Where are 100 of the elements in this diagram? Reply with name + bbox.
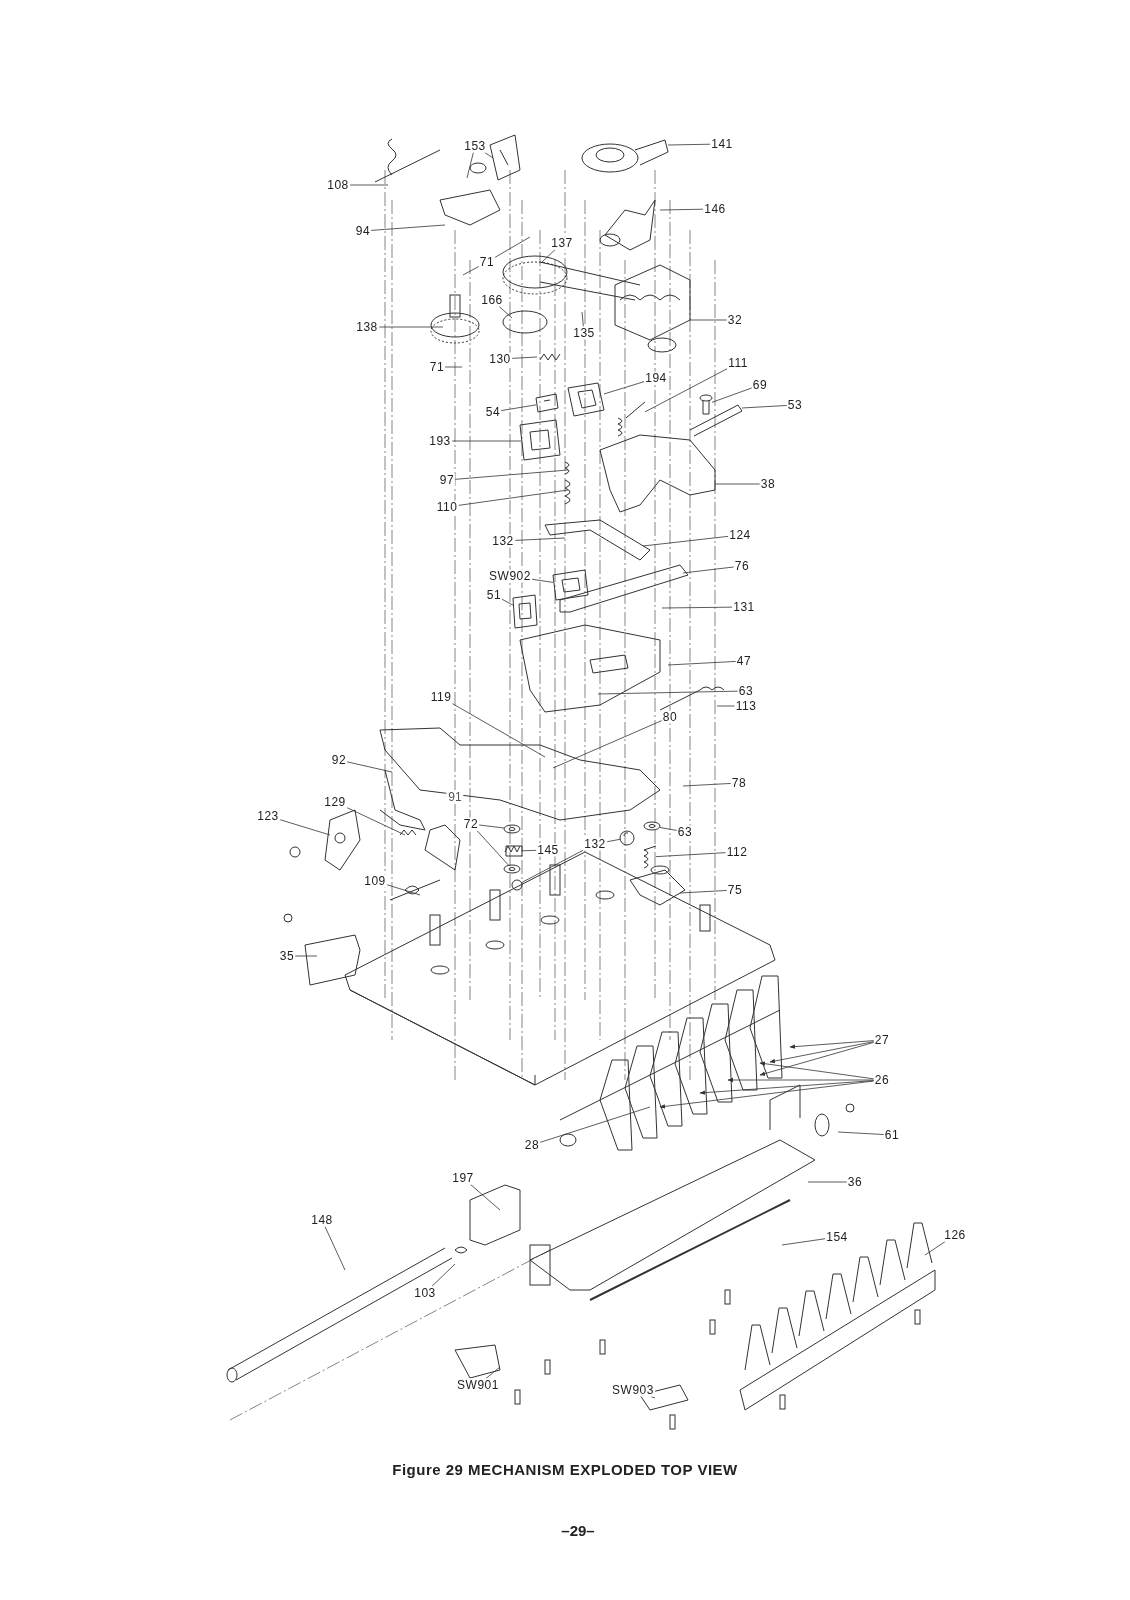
part-drawing [643, 821, 661, 831]
callout-number: 54 [484, 405, 502, 419]
callout-number: 71 [478, 255, 496, 269]
leader-line [924, 1241, 946, 1256]
callout-number: 94 [354, 224, 372, 238]
leader-line [478, 824, 505, 829]
callout-number: 109 [363, 874, 387, 888]
callout-number: 72 [462, 817, 480, 831]
callout-number: 131 [732, 600, 756, 614]
callout-number: 123 [256, 809, 280, 823]
callout-number: 78 [730, 776, 748, 790]
callout-number: 141 [710, 137, 734, 151]
callout-number: 135 [572, 326, 596, 340]
leader-line [476, 830, 509, 866]
callout-number: 38 [759, 477, 777, 491]
leader-line [540, 249, 556, 264]
part-drawing [503, 824, 521, 834]
callout-number: 35 [278, 949, 296, 963]
callout-number: 132 [583, 837, 607, 851]
callout-number: 71 [428, 360, 446, 374]
callout-number: SW903 [611, 1383, 655, 1397]
leader-line [689, 319, 728, 321]
leader-line [531, 578, 554, 583]
callout-number: 146 [703, 202, 727, 216]
leader-line [659, 827, 678, 831]
leader-line [501, 598, 514, 606]
part-drawing [512, 594, 538, 629]
figure-title: Figure 29 MECHANISM EXPLODED TOP VIEW [392, 1461, 738, 1478]
callout-number: 154 [825, 1230, 849, 1244]
part-drawing [511, 879, 523, 891]
leader-line [494, 236, 531, 258]
leader-line [511, 356, 538, 359]
callout-number: 36 [846, 1175, 864, 1189]
callout-number: 126 [943, 1228, 967, 1242]
leader-line [682, 783, 732, 787]
callout-number: 97 [438, 473, 456, 487]
leader-line [644, 368, 728, 413]
leader-line [346, 807, 406, 836]
leader-line [659, 208, 704, 211]
part-drawing [567, 382, 605, 417]
callout-number: 166 [480, 293, 504, 307]
leader-line [378, 326, 444, 328]
part-drawing [643, 845, 657, 869]
leader-line [454, 469, 569, 480]
callout-number: 26 [873, 1073, 891, 1087]
leader-line [466, 152, 474, 179]
callout-number: 103 [413, 1286, 437, 1300]
callout-number: 113 [734, 699, 758, 713]
leader-line [431, 1263, 456, 1287]
leader-line [470, 1184, 501, 1211]
leader-line [462, 266, 480, 276]
callout-number: 138 [355, 320, 379, 334]
leader-line [386, 884, 421, 896]
part-drawing [503, 864, 521, 874]
leader-line [603, 381, 645, 395]
part-drawing [617, 401, 646, 437]
leader-line [741, 405, 788, 409]
leader-line [667, 143, 711, 146]
callout-number: 124 [728, 528, 752, 542]
leader-line [294, 955, 318, 957]
callout-number: 197 [451, 1171, 475, 1185]
leader-line [650, 1396, 656, 1399]
leader-line [444, 366, 463, 368]
callout-number: 69 [751, 378, 769, 392]
callout-number: 111 [727, 356, 749, 370]
callout-number: SW902 [488, 569, 532, 583]
leader-line [349, 184, 389, 186]
leader-line [807, 1181, 848, 1183]
callout-number: 80 [661, 710, 679, 724]
leader-line [655, 852, 727, 858]
callout-number: 91 [446, 790, 464, 804]
leader-line [679, 890, 728, 894]
part-drawing [504, 845, 523, 857]
leader-line [714, 483, 761, 485]
leader-line [606, 838, 621, 843]
leader-line [451, 703, 546, 758]
callout-number: 130 [488, 352, 512, 366]
callout-number: 193 [428, 434, 452, 448]
callout-number: 145 [536, 843, 560, 857]
callout-number: 76 [733, 559, 751, 573]
leader-line [552, 720, 663, 769]
callout-number: 61 [883, 1128, 901, 1142]
callout-number: 27 [873, 1033, 891, 1047]
callout-number: 194 [644, 371, 668, 385]
callout-number: 129 [323, 795, 347, 809]
leader-line [324, 1226, 346, 1271]
leader-line [500, 404, 537, 412]
callout-number: 153 [463, 139, 487, 153]
leader-line [581, 311, 584, 327]
callout-number: 148 [310, 1213, 334, 1227]
callout-number: 47 [735, 654, 753, 668]
leader-line [716, 705, 736, 707]
callout-number: 75 [726, 883, 744, 897]
leader-line [484, 152, 494, 159]
leader-line [521, 849, 537, 852]
leader-line [451, 440, 522, 442]
leader-line [661, 606, 733, 609]
part-drawing [619, 830, 635, 846]
callout-number: 92 [330, 753, 348, 767]
callout-number: 132 [491, 534, 515, 548]
